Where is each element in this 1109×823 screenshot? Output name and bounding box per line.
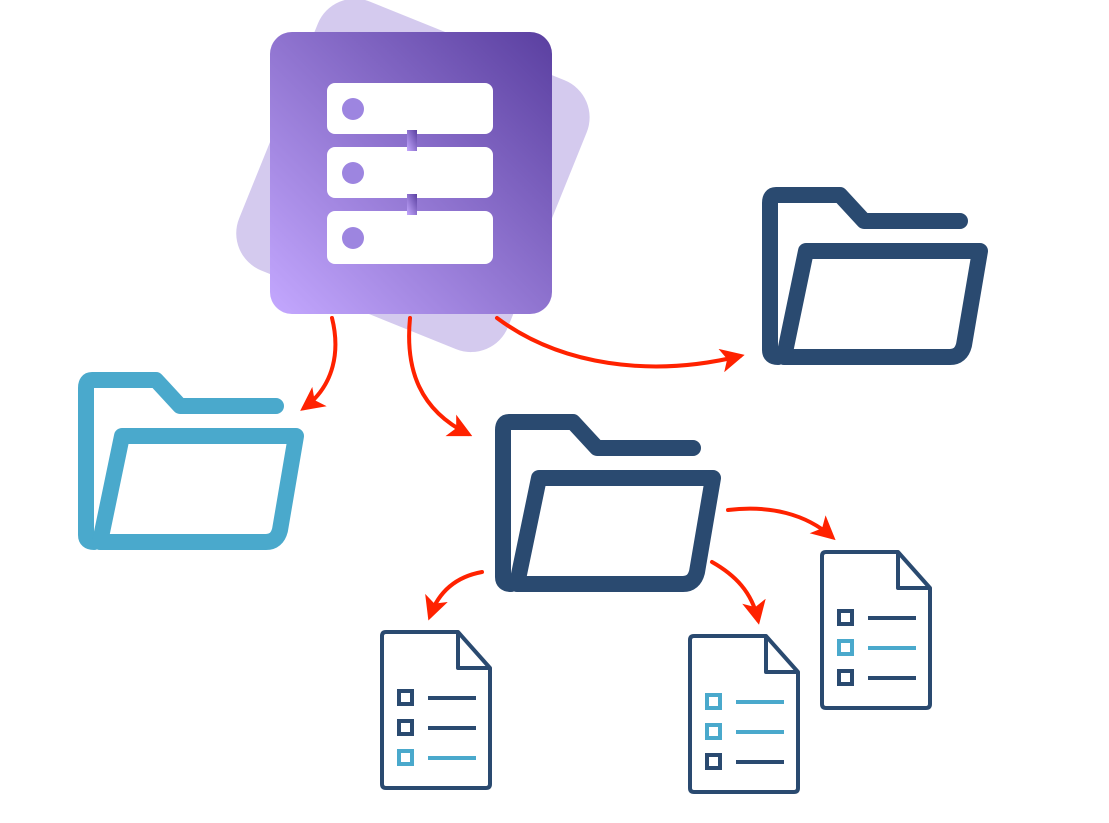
root-server-node: [236, 0, 590, 353]
arrow-root-to-folder-center: [407, 316, 473, 437]
server-led-1: [342, 98, 364, 120]
arrow-folder-to-file-right: [726, 506, 836, 541]
folder-open-icon: [495, 414, 721, 592]
arrow-folder-to-file-bottom-middle: [710, 560, 766, 625]
document-list-icon: [380, 630, 492, 790]
arrow-folder-to-file-bottom-left: [425, 570, 484, 621]
server-slot-3: [327, 211, 493, 264]
server-led-2: [342, 162, 364, 184]
folder-center[interactable]: [495, 414, 721, 592]
folder-open-icon: [78, 372, 304, 550]
connection-arrows: [300, 316, 836, 625]
file-right[interactable]: [820, 550, 932, 710]
folder-left[interactable]: [78, 372, 304, 550]
file-bottom-left[interactable]: [380, 630, 492, 790]
file-bottom-middle[interactable]: [688, 634, 800, 794]
folder-right[interactable]: [762, 187, 988, 365]
arrow-root-to-folder-right: [495, 316, 745, 373]
document-list-icon: [820, 550, 932, 710]
server-slot-2: [327, 147, 493, 198]
server-slot-1: [327, 83, 493, 134]
server-icon: [327, 83, 493, 264]
document-list-icon: [688, 634, 800, 794]
folder-open-icon: [762, 187, 988, 365]
server-led-3: [342, 227, 364, 249]
arrow-root-to-folder-left: [300, 316, 338, 411]
